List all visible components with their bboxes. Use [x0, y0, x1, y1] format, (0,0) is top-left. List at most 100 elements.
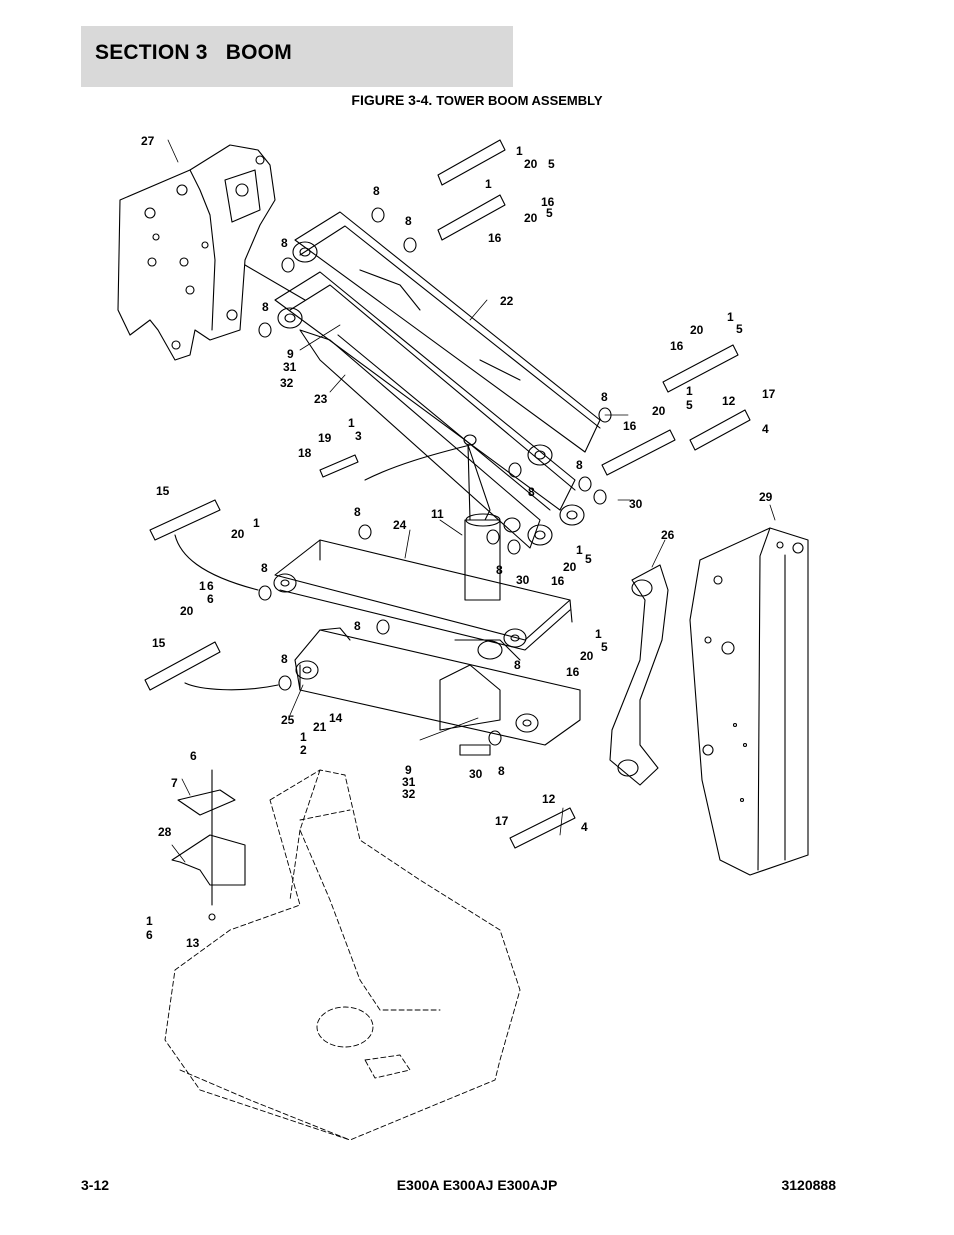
- figure-number: FIGURE 3-4.: [351, 92, 433, 108]
- page-number: 3-12: [81, 1177, 110, 1193]
- callout-label: 5: [601, 640, 608, 654]
- callout-label: 11: [431, 507, 444, 521]
- part-11-cylinder: [463, 434, 501, 601]
- callout-label: 17: [762, 387, 776, 401]
- callout-label: 1: [253, 516, 260, 530]
- callout-label: 5: [686, 398, 693, 412]
- callout-label: 5: [548, 157, 555, 171]
- callout-label: 9: [287, 347, 294, 361]
- document-number: 3120888: [781, 1177, 836, 1193]
- part-25-lower-boom: [294, 627, 581, 756]
- callout-label: 9: [405, 763, 412, 777]
- callout-label: 2: [300, 743, 307, 757]
- callout-label: 16: [551, 574, 565, 588]
- callout-label: 6: [207, 579, 214, 593]
- callout-label: 27: [141, 134, 155, 148]
- callout-label: 8: [261, 561, 268, 575]
- callout-label: 1: [146, 914, 153, 928]
- callout-label: 8: [528, 485, 535, 499]
- callout-label: 21: [313, 720, 327, 734]
- callout-label: 17: [495, 814, 509, 828]
- callout-label: 32: [402, 787, 416, 801]
- callout-label: 1: [595, 627, 602, 641]
- callout-label: 5: [546, 206, 553, 220]
- callout-label: 30: [629, 497, 643, 511]
- callout-label: 20: [580, 649, 594, 663]
- callout-label: 20: [563, 560, 577, 574]
- callout-label: 8: [576, 458, 583, 472]
- callout-label: 16: [541, 195, 555, 209]
- callout-label: 16: [566, 665, 580, 679]
- leader-lines: [167, 139, 776, 863]
- part-22-upper-boom: [274, 211, 601, 526]
- callout-label: 32: [280, 376, 294, 390]
- callout-label: 30: [469, 767, 483, 781]
- callout-label: 14: [329, 711, 343, 725]
- part-26-link: [609, 564, 669, 786]
- callout-label: 15: [156, 484, 170, 498]
- callout-label: 20: [524, 157, 538, 171]
- pins: [144, 139, 751, 849]
- callout-label: 20: [524, 211, 538, 225]
- callout-label: 31: [402, 775, 416, 789]
- callout-label: 8: [373, 184, 380, 198]
- callout-label: 8: [281, 652, 288, 666]
- callout-label: 28: [158, 825, 172, 839]
- turntable-frame: [164, 769, 521, 1141]
- callout-label: 5: [585, 552, 592, 566]
- section-title: SECTION 3 BOOM: [95, 41, 292, 64]
- callout-label: 13: [186, 936, 200, 950]
- callout-label: 16: [670, 339, 684, 353]
- callout-label: 1: [516, 144, 523, 158]
- section-header: SECTION 3 BOOM: [81, 26, 513, 87]
- callout-label: 4: [762, 422, 769, 436]
- callout-label: 1: [348, 416, 355, 430]
- callout-label: 22: [500, 294, 514, 308]
- part-27-bracket: [117, 144, 306, 361]
- callout-label: 20: [231, 527, 245, 541]
- callout-label: 4: [581, 820, 588, 834]
- callout-label: 8: [262, 300, 269, 314]
- callout-label: 8: [498, 764, 505, 778]
- callout-label: 24: [393, 518, 407, 532]
- callout-label: 8: [601, 390, 608, 404]
- callout-label: 8: [354, 619, 361, 633]
- callout-label: 8: [514, 658, 521, 672]
- callout-label: 31: [283, 360, 297, 374]
- callout-label: 29: [759, 490, 773, 504]
- part-29-mast-plate: [689, 527, 809, 876]
- callout-label: 6: [190, 749, 197, 763]
- callout-label: 8: [496, 563, 503, 577]
- callout-label: 8: [281, 236, 288, 250]
- part-23-boom-link: [299, 329, 553, 549]
- callout-label: 1: [300, 730, 307, 744]
- callout-label: 1: [576, 543, 583, 557]
- callout-label: 3: [355, 429, 362, 443]
- callout-label: 23: [314, 392, 328, 406]
- part-24-lower-boom: [273, 539, 573, 651]
- callout-label: 12: [542, 792, 556, 806]
- callout-label: 1: [686, 384, 693, 398]
- callout-label: 8: [405, 214, 412, 228]
- bushings: [258, 207, 612, 746]
- callout-label: 16: [623, 419, 637, 433]
- figure-name: TOWER BOOM ASSEMBLY: [436, 93, 603, 108]
- callout-label: 20: [180, 604, 194, 618]
- callout-label: 19: [318, 431, 332, 445]
- callout-label: 5: [736, 322, 743, 336]
- callout-label: 30: [516, 573, 530, 587]
- model-numbers: E300A E300AJ E300AJP: [396, 1177, 558, 1193]
- part-28-bracket: [171, 769, 246, 921]
- callout-label: 20: [690, 323, 704, 337]
- callout-label: 16: [488, 231, 502, 245]
- callout-label: 6: [207, 592, 214, 606]
- tower-boom-assembly-diagram: 2715208161205816822812059163132238120121…: [117, 134, 809, 1141]
- callout-label: 6: [146, 928, 153, 942]
- callout-label: 1: [727, 310, 734, 324]
- callout-label: 1: [199, 579, 206, 593]
- callout-label: 8: [354, 505, 361, 519]
- callout-label: 26: [661, 528, 675, 542]
- callout-label: 7: [171, 776, 178, 790]
- figure-title: FIGURE 3-4. TOWER BOOM ASSEMBLY: [0, 92, 954, 108]
- callout-label: 20: [652, 404, 666, 418]
